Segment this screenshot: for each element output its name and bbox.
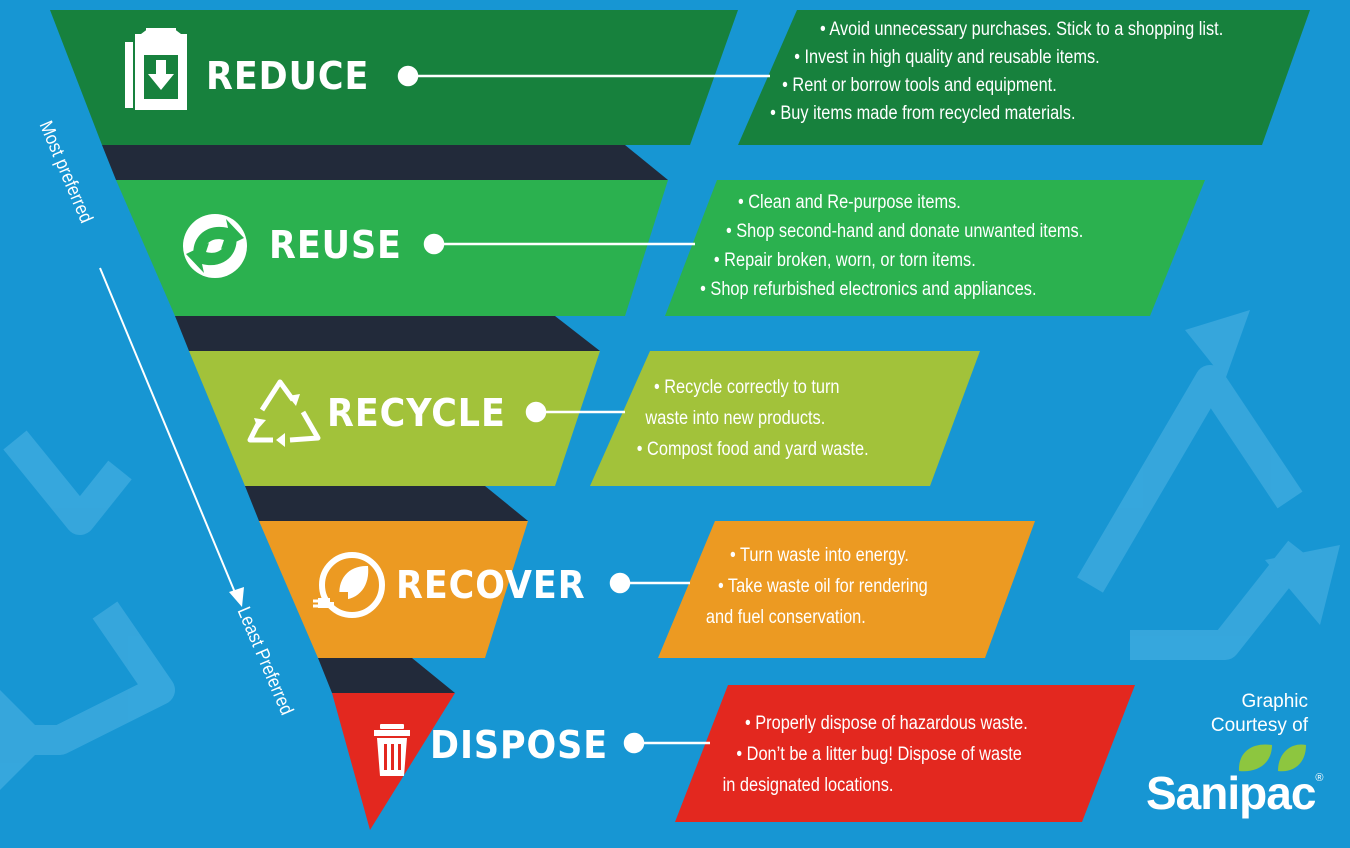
recycle-triangle-icon bbox=[247, 379, 321, 447]
preference-arrow bbox=[99, 267, 244, 607]
reuse-label: REUSE bbox=[269, 223, 402, 267]
credit-line-1: Graphic bbox=[1241, 691, 1308, 712]
sanipac-leaf-logo bbox=[1238, 744, 1306, 772]
recover-description-box bbox=[658, 521, 1035, 658]
sanipac-logo-text: Sanipac® bbox=[1146, 766, 1324, 820]
bullet-item: in designated locations. bbox=[722, 775, 894, 796]
graphic-credit: Graphic Courtesy of bbox=[1180, 690, 1308, 738]
reuse-tier-band bbox=[116, 180, 668, 316]
background-recycle-symbol-left bbox=[0, 430, 175, 790]
credit-line-2: Courtesy of bbox=[1210, 715, 1308, 736]
leader-lines bbox=[397, 65, 770, 754]
recycle-label: RECYCLE bbox=[327, 391, 506, 435]
reuse-bullets: • Clean and Re-purpose items. • Shop sec… bbox=[700, 188, 1083, 304]
recover-label: RECOVER bbox=[396, 563, 586, 607]
bullet-item: • Buy items made from recycled materials… bbox=[770, 103, 1076, 124]
bullet-item: • Invest in high quality and reusable it… bbox=[794, 47, 1100, 68]
reuse-description-box bbox=[665, 180, 1205, 316]
bullet-item: • Repair broken, worn, or torn items. bbox=[713, 250, 976, 271]
bullet-item: waste into new products. bbox=[645, 408, 826, 429]
brand-name: Sanipac bbox=[1146, 767, 1316, 819]
reduce-tier-band bbox=[50, 10, 738, 145]
trash-can-icon bbox=[374, 724, 410, 776]
reduce-label: REDUCE bbox=[206, 54, 370, 98]
recycle-description-box bbox=[590, 351, 980, 486]
bullet-item: • Properly dispose of hazardous waste. bbox=[745, 713, 1028, 734]
recycle-bullets: • Recycle correctly to turn waste into n… bbox=[637, 372, 869, 465]
connector-recover-dispose bbox=[318, 658, 455, 693]
registered-mark: ® bbox=[1315, 772, 1323, 784]
tier-connectors bbox=[102, 145, 668, 693]
dispose-label: DISPOSE bbox=[430, 723, 609, 767]
bullet-item: • Rent or borrow tools and equipment. bbox=[782, 75, 1057, 96]
dispose-description-box bbox=[675, 685, 1135, 822]
connector-recycle-recover bbox=[245, 486, 528, 521]
energy-leaf-plug-icon bbox=[313, 552, 385, 618]
reuse-arrows-icon bbox=[183, 214, 247, 278]
bullet-item: • Recycle correctly to turn bbox=[654, 377, 840, 398]
reduce-bullets: • Avoid unnecessary purchases. Stick to … bbox=[770, 16, 1224, 128]
reduce-description-box bbox=[738, 10, 1310, 145]
dispose-bullets: • Properly dispose of hazardous waste. •… bbox=[723, 708, 1028, 801]
bullet-item: • Shop refurbished electronics and appli… bbox=[700, 279, 1037, 300]
bullet-item: • Avoid unnecessary purchases. Stick to … bbox=[820, 19, 1224, 40]
bullet-item: • Turn waste into energy. bbox=[730, 545, 909, 566]
connector-reuse-recycle bbox=[175, 316, 600, 351]
recover-bullets: • Turn waste into energy. • Take waste o… bbox=[706, 540, 928, 633]
connector-reduce-reuse bbox=[102, 145, 668, 180]
shopping-bag-down-arrow-icon bbox=[125, 28, 187, 110]
bullet-item: • Compost food and yard waste. bbox=[636, 439, 869, 460]
bullet-item: and fuel conservation. bbox=[705, 607, 866, 628]
recycle-tier-band bbox=[189, 351, 600, 486]
bullet-item: • Clean and Re-purpose items. bbox=[738, 192, 961, 213]
background-recycle-symbol-right bbox=[1077, 310, 1340, 660]
recover-tier-band bbox=[259, 521, 528, 658]
bullet-item: • Don’t be a litter bug! Dispose of wast… bbox=[736, 744, 1022, 765]
bullet-item: • Take waste oil for rendering bbox=[717, 576, 928, 597]
bullet-item: • Shop second-hand and donate unwanted i… bbox=[725, 221, 1084, 242]
